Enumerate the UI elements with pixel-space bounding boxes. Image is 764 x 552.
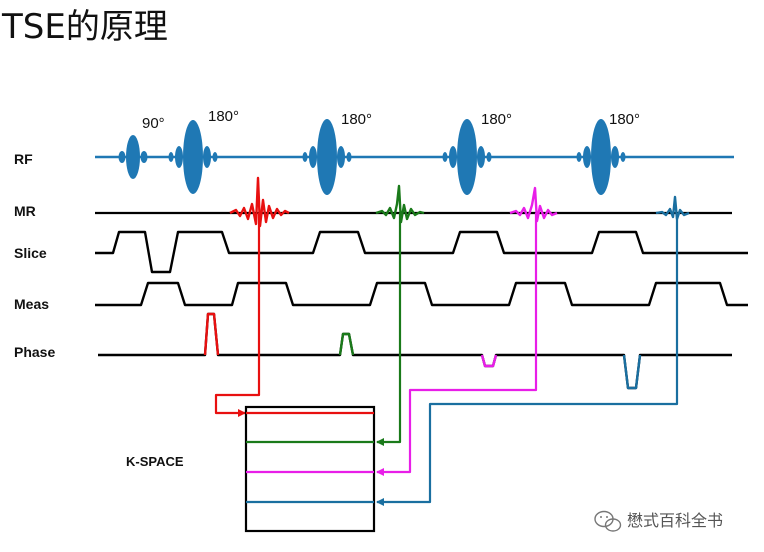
rf-pulses (118, 119, 626, 195)
connector-pink (376, 213, 538, 476)
row-label-mr: MR (14, 203, 36, 219)
rf-pulse-180-4 (576, 119, 626, 195)
pulse-label-180-3: 180° (481, 111, 512, 128)
pulse-label-180-1: 180° (208, 108, 239, 125)
slice-gradient (95, 230, 748, 274)
row-label-rf: RF (14, 151, 33, 167)
row-label-meas: Meas (14, 296, 49, 312)
pulse-label-180-2: 180° (341, 111, 372, 128)
row-label-phase: Phase (14, 344, 55, 360)
phase-blip-red (203, 312, 220, 356)
kspace-box (244, 405, 376, 533)
connector-green (376, 213, 402, 446)
connector-blue (376, 213, 679, 506)
rf-pulse-180-2 (302, 119, 352, 195)
phase-blip-pink (480, 354, 498, 368)
phase-blip-blue (622, 354, 642, 390)
echo-blue (655, 195, 690, 221)
row-label-slice: Slice (14, 245, 47, 261)
pulse-label-90: 90° (142, 115, 165, 132)
pulse-label-180-4: 180° (609, 111, 640, 128)
watermark: 懋式百科全书 (594, 510, 723, 532)
kspace-label: K-SPACE (126, 454, 184, 469)
meas-gradient (95, 281, 748, 307)
rf-pulse-180-1 (168, 120, 218, 194)
connector-red (214, 213, 261, 417)
rf-pulse-180-3 (442, 119, 492, 195)
watermark-text: 懋式百科全书 (627, 511, 723, 530)
phase-blip-green (338, 332, 355, 356)
echo-pink (509, 186, 558, 223)
wechat-icon (594, 510, 622, 532)
page-title: TSE的原理 (1, 7, 168, 47)
echo-green (375, 184, 425, 224)
rf-pulse-90 (118, 135, 148, 179)
